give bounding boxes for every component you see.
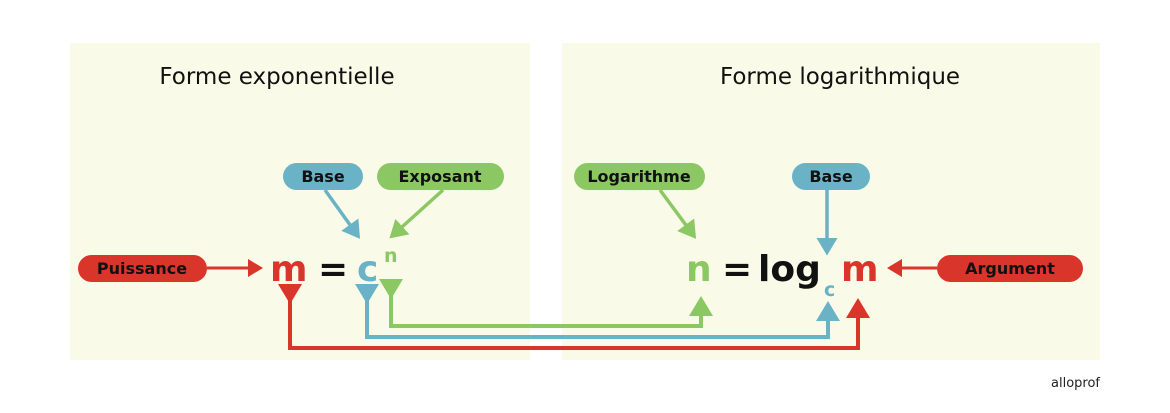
svg-text:Logarithme: Logarithme [587,167,691,186]
title-logarithmic: Forme logarithmique [720,64,960,90]
label-exposant: Exposant [377,163,504,190]
red-connector [278,284,870,350]
label-puissance: Puissance [78,255,207,282]
title-exponential: Forme exponentielle [159,64,394,90]
svg-text:Exposant: Exposant [398,167,481,186]
exp-m: m [270,249,308,290]
arrow-exposant [389,188,445,239]
label-argument: Argument [937,255,1083,282]
alloprof-logo: alloprof [1051,376,1100,391]
label-logarithme: Logarithme [574,163,705,190]
log-m: m [841,249,879,290]
label-base-left: Base [283,163,363,190]
log-c: c [824,279,835,301]
svg-text:Puissance: Puissance [97,259,187,278]
log-equals: = [722,249,752,290]
blue-connector [355,284,840,339]
svg-text:Argument: Argument [965,259,1055,278]
label-base-right: Base [792,163,870,190]
panel-exponential [70,43,530,360]
log-word: log [758,249,821,290]
panel-logarithmic [562,43,1100,360]
svg-text:Base: Base [809,167,853,186]
log-n: n [686,249,712,290]
exp-n: n [384,245,398,267]
arrow-logarithme [658,188,697,239]
exp-equals: = [318,249,348,290]
exp-c: c [357,249,378,290]
arrow-base-left [323,188,361,239]
svg-text:Base: Base [301,167,345,186]
